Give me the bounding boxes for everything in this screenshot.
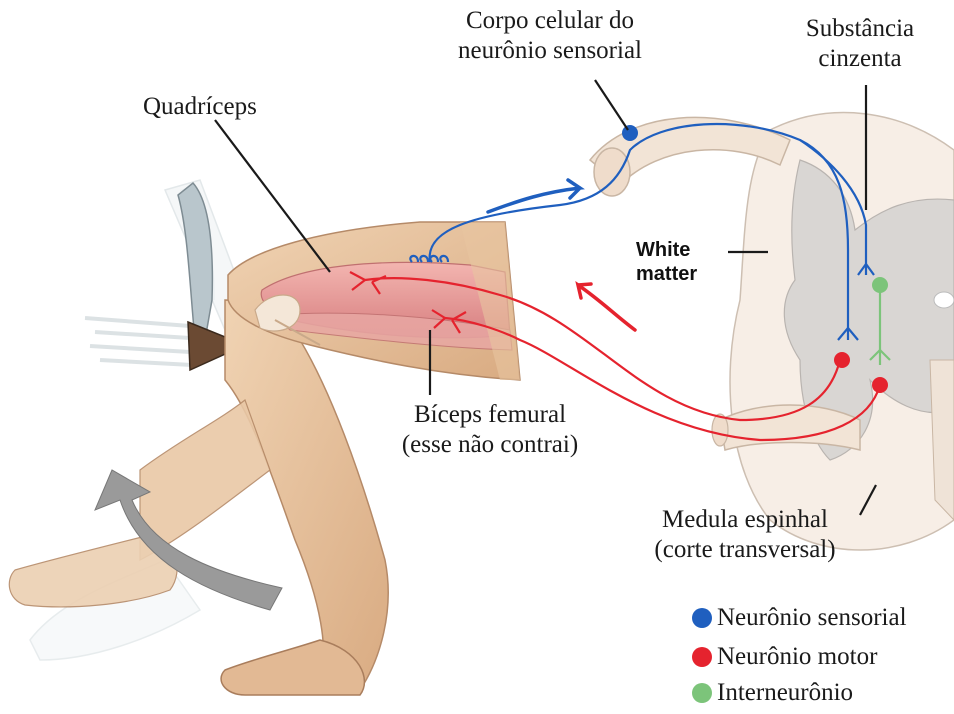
label-white-matter: White matter <box>636 238 697 286</box>
label-medula-line1: Medula espinhal <box>630 505 860 535</box>
label-biceps-line1: Bíceps femural <box>365 400 615 430</box>
motor-direction-arrow <box>578 284 635 330</box>
sensory-cell-body <box>622 125 638 141</box>
motor-cell-body-1 <box>834 352 850 368</box>
legend-item-interneuronio: Interneurônio <box>692 678 853 708</box>
interneuron-dot-icon <box>692 683 712 703</box>
legend-label-motor: Neurônio motor <box>717 643 877 671</box>
label-biceps-line2: (esse não contrai) <box>365 430 615 460</box>
label-substancia-line1: Substância <box>770 14 950 44</box>
label-corpo-celular-line1: Corpo celular do <box>415 6 685 36</box>
spinal-cord <box>590 113 954 550</box>
label-substancia-line2: cinzenta <box>770 44 950 74</box>
legend-label-sensorial: Neurônio sensorial <box>717 604 907 632</box>
motion-lines <box>85 318 192 365</box>
label-biceps-femural: Bíceps femural (esse não contrai) <box>365 400 615 460</box>
label-corpo-celular: Corpo celular do neurônio sensorial <box>415 6 685 66</box>
motor-dot-icon <box>692 647 712 667</box>
label-white-matter-line1: White <box>636 238 697 262</box>
label-white-matter-line2: matter <box>636 262 697 286</box>
label-medula-line2: (corte transversal) <box>630 535 860 565</box>
motor-cell-body-2 <box>872 377 888 393</box>
label-quadriceps: Quadríceps <box>143 92 257 122</box>
legend-item-motor: Neurônio motor <box>692 642 877 672</box>
legend-item-sensorial: Neurônio sensorial <box>692 603 907 633</box>
legend-label-interneuronio: Interneurônio <box>717 679 853 707</box>
interneuron-cell-body <box>872 277 888 293</box>
label-corpo-celular-line2: neurônio sensorial <box>415 36 685 66</box>
sensory-dot-icon <box>692 608 712 628</box>
label-substancia-cinzenta: Substância cinzenta <box>770 14 950 74</box>
label-medula-espinhal: Medula espinhal (corte transversal) <box>630 505 860 565</box>
